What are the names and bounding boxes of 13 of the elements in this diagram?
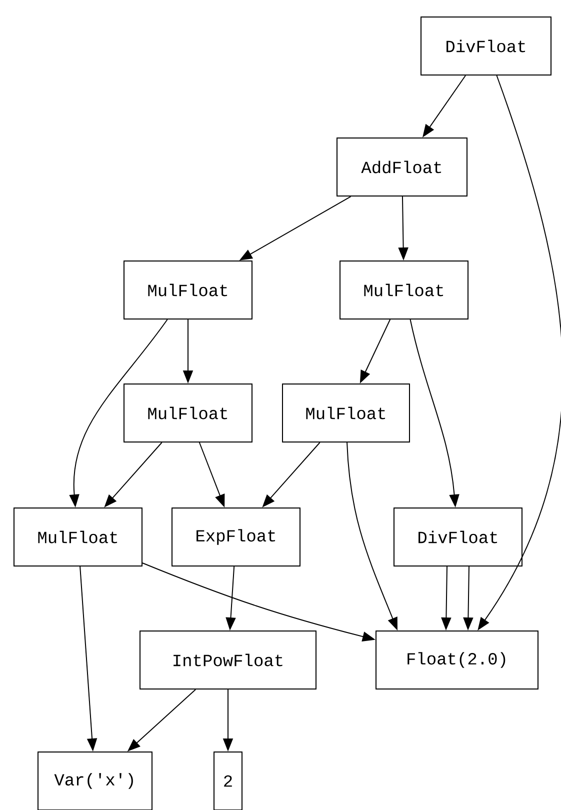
node-box: MulFloat bbox=[14, 508, 142, 566]
node-box: MulFloat bbox=[282, 384, 410, 442]
node-box: 2 bbox=[214, 752, 242, 810]
node-box: MulFloat bbox=[124, 260, 252, 320]
node-box: DivFloat bbox=[394, 508, 522, 566]
node-box: DivFloat bbox=[420, 16, 552, 76]
node-box: MulFloat bbox=[340, 260, 468, 320]
node-box: Float(2.0) bbox=[376, 630, 538, 690]
node-box: IntPowFloat bbox=[140, 630, 316, 690]
node-box: Var('x') bbox=[38, 752, 152, 810]
node-box: MulFloat bbox=[124, 384, 252, 442]
node-box: ExpFloat bbox=[172, 508, 300, 566]
node-box: AddFloat bbox=[336, 138, 468, 196]
